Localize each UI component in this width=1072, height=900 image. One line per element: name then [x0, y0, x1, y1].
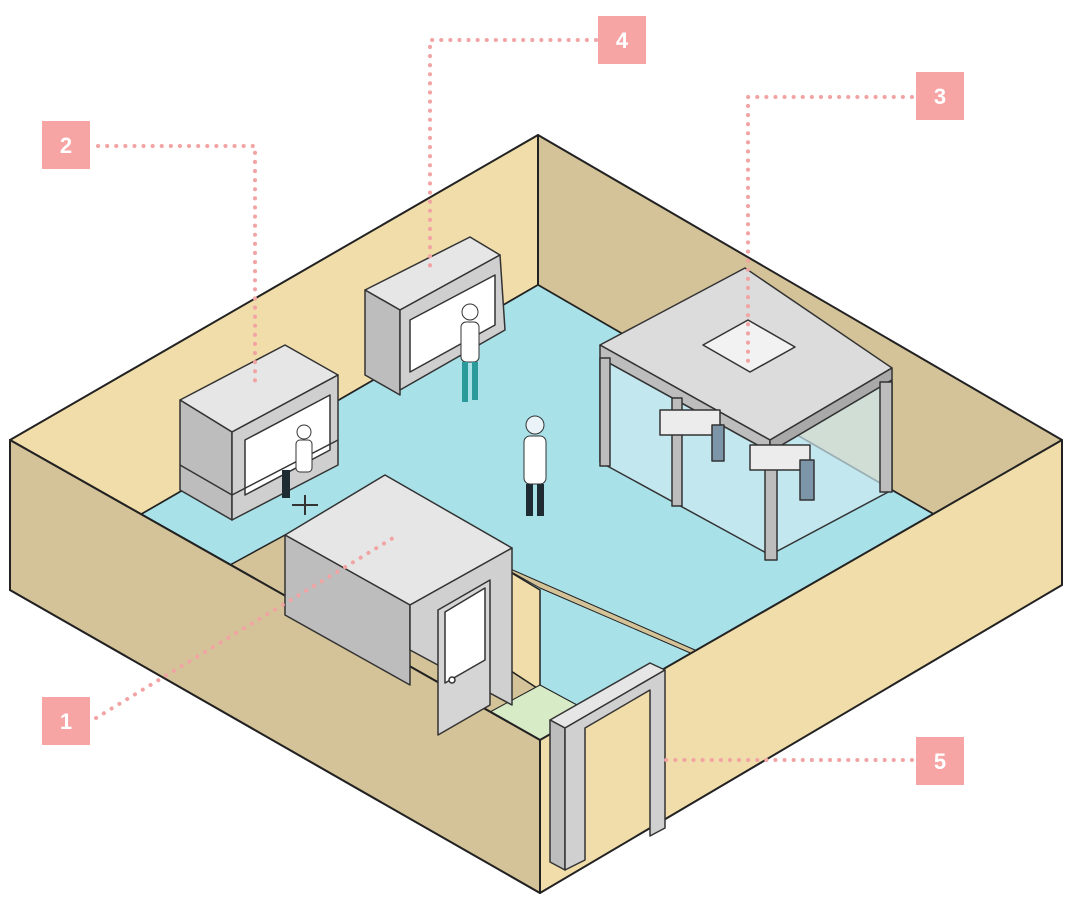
leader-line-3 — [746, 95, 914, 367]
worker-standing-center — [523, 415, 547, 516]
callout-label-4: 4 — [616, 28, 629, 53]
callout-label-3: 3 — [934, 84, 946, 109]
pass-through-airlock — [284, 474, 513, 736]
callout-badge-3 — [916, 72, 964, 120]
callout-badge-2 — [42, 121, 90, 169]
air-shower-entrance — [549, 662, 666, 871]
worker-seated — [282, 424, 318, 515]
leader-line-4 — [428, 38, 598, 274]
laminar-flow-hood-back — [364, 236, 506, 396]
callout-badge-1 — [42, 697, 90, 745]
callout-label-2: 2 — [60, 133, 72, 158]
callout-badge-4 — [598, 16, 646, 64]
callout-5: 5 — [916, 737, 964, 785]
callout-2: 2 — [42, 121, 90, 169]
callout-label-5: 5 — [934, 749, 946, 774]
leader-lines — [94, 38, 914, 762]
callout-4: 4 — [598, 16, 646, 64]
callout-1: 1 — [42, 697, 90, 745]
callout-badge-5 — [916, 737, 964, 785]
callout-3: 3 — [916, 72, 964, 120]
worker-standing-back — [460, 303, 480, 402]
laminar-flow-hood-left — [179, 344, 339, 521]
callout-label-1: 1 — [60, 709, 72, 734]
front-right-wall — [539, 439, 1063, 894]
softwall-cleanroom-ffu — [599, 267, 893, 561]
room-shell — [9, 134, 1063, 894]
